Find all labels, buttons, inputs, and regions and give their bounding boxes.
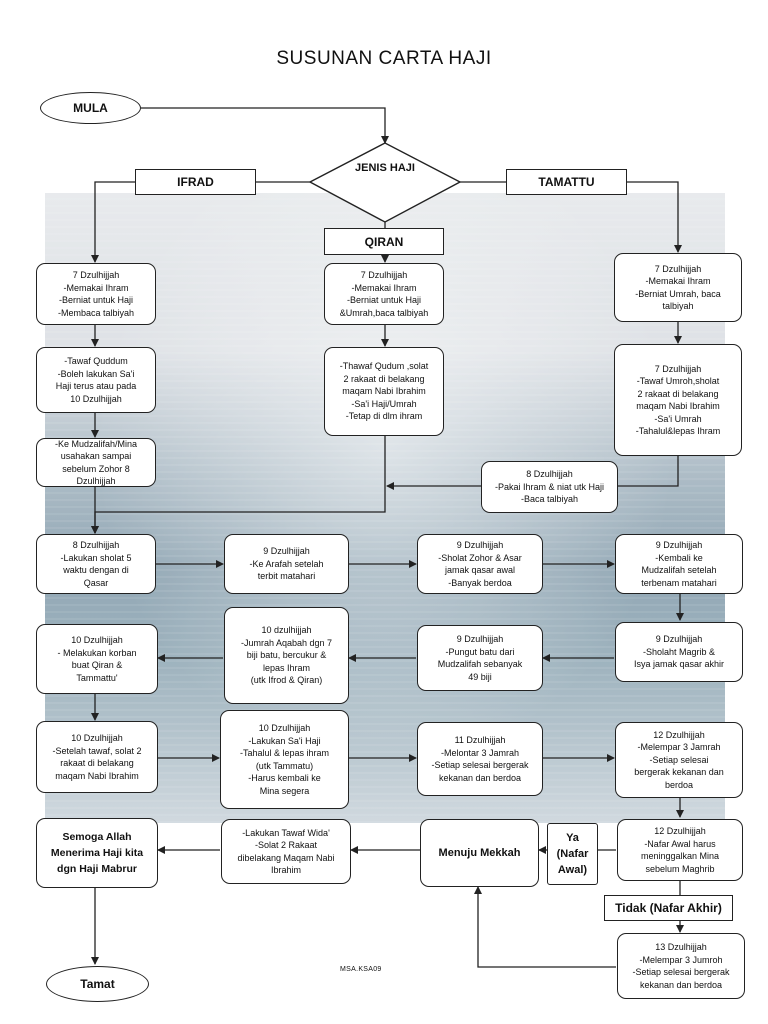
- footer-code: MSA.KSA09: [340, 966, 382, 973]
- menuju-mekkah-box: Menuju Mekkah: [420, 819, 539, 887]
- nafar-akhir-no-label: Tidak (Nafar Akhir): [604, 895, 733, 921]
- decision-diamond: [308, 142, 462, 223]
- end-terminal: Tamat: [46, 966, 149, 1002]
- type-label-qiran: QIRAN: [324, 228, 444, 255]
- start-terminal: MULA: [40, 92, 141, 124]
- qiran-step-1: 7 Dzulhijjah-Memakai Ihram-Berniat untuk…: [324, 263, 444, 325]
- decision-label: JENIS HAJI: [355, 162, 415, 174]
- tamattu-step-1: 7 Dzulhijjah-Memakai Ihram-Berniat Umrah…: [614, 253, 742, 322]
- step-10-sai-tahalul: 10 Dzulhijjah-Lakukan Sa'i Haji-Tahalul …: [220, 710, 349, 809]
- step-13-melempar-jumroh: 13 Dzulhijjah-Melempar 3 Jumroh-Setiap s…: [617, 933, 745, 999]
- ifrad-step-1: 7 Dzulhijjah-Memakai Ihram-Berniat untuk…: [36, 263, 156, 325]
- page-title: SUSUNAN CARTA HAJI: [276, 48, 492, 69]
- type-label-tamattu: TAMATTU: [506, 169, 627, 195]
- step-11-melontar-jamrah: 11 Dzulhijjah-Melontar 3 Jamrah-Setiap s…: [417, 722, 543, 796]
- type-label-ifrad: IFRAD: [135, 169, 256, 195]
- step-12-melempar-jamrah: 12 Dzulhijjah-Melempar 3 Jamrah-Setiap s…: [615, 722, 743, 798]
- step-9-sholat-magrib-isya: 9 Dzulhijjah-Sholaht Magrib &Isya jamak …: [615, 622, 743, 682]
- tamattu-step-3: 8 Dzulhijjah-Pakai Ihram & niat utk Haji…: [481, 461, 618, 513]
